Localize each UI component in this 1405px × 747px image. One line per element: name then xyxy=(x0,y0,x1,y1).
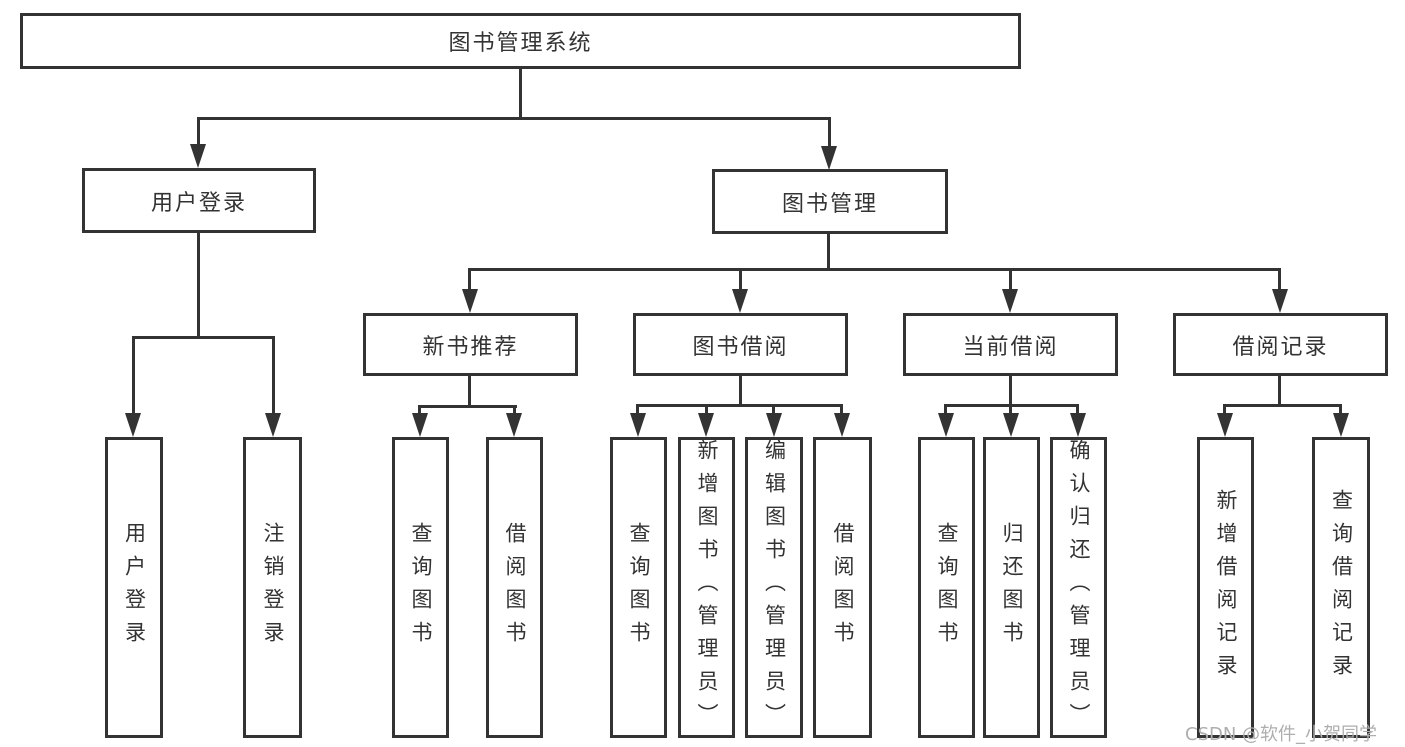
csdn-watermark: CSDN @软件_小贺同学 xyxy=(1185,724,1378,745)
connector-line xyxy=(705,404,708,417)
arrowhead-icon xyxy=(412,413,428,437)
node-user-login: 用户登录 xyxy=(82,168,316,233)
arrowhead-icon xyxy=(834,413,850,437)
connector-line xyxy=(772,404,775,417)
arrowhead-icon xyxy=(821,146,837,170)
connector-line xyxy=(1009,375,1012,407)
arrowhead-icon xyxy=(125,413,141,437)
node-label: 新书推荐 xyxy=(422,334,519,360)
leaf-label: 归还图书 xyxy=(1000,521,1024,654)
connector-line xyxy=(513,405,516,417)
connector-line xyxy=(468,375,471,408)
connector-line xyxy=(132,336,275,339)
connector-line xyxy=(636,404,843,407)
leaf-label: 查询图书 xyxy=(935,521,959,654)
leaf-label: 借阅图书 xyxy=(831,521,855,654)
leaf-label: 注销登录 xyxy=(261,521,285,654)
arrowhead-icon xyxy=(1003,413,1019,437)
arrowhead-icon xyxy=(1002,289,1018,313)
connector-line xyxy=(739,268,742,292)
node-new-book-recommend: 新书推荐 xyxy=(363,313,578,376)
connector-line xyxy=(468,268,1281,271)
connector-line xyxy=(1009,404,1012,417)
connector-line xyxy=(132,336,135,415)
connector-line xyxy=(1339,404,1342,417)
leaf-query-book-recommend: 查询图书 xyxy=(392,437,449,738)
leaf-edit-book-admin: 编辑图书（管理员） xyxy=(745,437,803,738)
connector-line xyxy=(1076,404,1079,417)
arrowhead-icon xyxy=(265,413,281,437)
leaf-query-book-current: 查询图书 xyxy=(918,437,975,738)
connector-line xyxy=(197,117,200,147)
connector-line xyxy=(1009,268,1012,292)
leaf-logout: 注销登录 xyxy=(243,437,302,738)
connector-line xyxy=(197,117,831,120)
arrowhead-icon xyxy=(732,289,748,313)
leaf-confirm-return-admin: 确认归还（管理员） xyxy=(1050,437,1107,738)
node-current-borrow: 当前借阅 xyxy=(903,313,1118,376)
connector-line xyxy=(1223,404,1342,407)
leaf-label: 编辑图书（管理员） xyxy=(762,439,787,736)
connector-line xyxy=(1223,404,1226,417)
node-label: 图书管理系统 xyxy=(448,31,593,56)
leaf-label: 确认归还（管理员） xyxy=(1067,439,1091,736)
connector-line xyxy=(636,404,639,417)
arrowhead-icon xyxy=(1333,413,1349,437)
arrowhead-icon xyxy=(630,413,646,437)
arrowhead-icon xyxy=(462,289,478,313)
node-book-management: 图书管理 xyxy=(712,169,948,234)
arrowhead-icon xyxy=(506,413,522,437)
connector-line xyxy=(418,405,421,417)
arrowhead-icon xyxy=(938,413,954,437)
connector-line xyxy=(944,404,947,417)
connector-line xyxy=(468,268,471,292)
leaf-add-book-admin: 新增图书（管理员） xyxy=(678,437,735,738)
leaf-return-book: 归还图书 xyxy=(983,437,1040,738)
connector-line xyxy=(197,232,200,338)
connector-line xyxy=(418,405,517,408)
leaf-label: 借阅图书 xyxy=(503,521,527,654)
node-label: 借阅记录 xyxy=(1232,334,1329,360)
node-label: 用户登录 xyxy=(150,190,247,216)
leaf-borrow-book: 借阅图书 xyxy=(813,437,872,738)
arrowhead-icon xyxy=(766,413,782,437)
leaf-label: 新增借阅记录 xyxy=(1214,488,1238,687)
node-borrow-record: 借阅记录 xyxy=(1173,313,1388,376)
connector-line xyxy=(272,336,275,415)
arrowhead-icon xyxy=(1070,413,1086,437)
connector-line xyxy=(739,375,742,407)
leaf-label: 查询借阅记录 xyxy=(1329,488,1354,687)
connector-line xyxy=(519,67,522,119)
arrowhead-icon xyxy=(698,413,714,437)
leaf-label: 新增图书（管理员） xyxy=(695,439,719,736)
leaf-query-borrow-record: 查询借阅记录 xyxy=(1312,437,1370,738)
leaf-user-login: 用户登录 xyxy=(105,437,163,738)
connector-line xyxy=(827,233,830,271)
leaf-label: 用户登录 xyxy=(122,521,147,654)
leaf-label: 查询图书 xyxy=(409,521,433,654)
arrowhead-icon xyxy=(1217,413,1233,437)
connector-line xyxy=(840,404,843,417)
arrowhead-icon xyxy=(190,144,206,168)
arrowhead-icon xyxy=(1272,289,1288,313)
node-label: 图书管理 xyxy=(781,191,878,217)
node-book-borrow: 图书借阅 xyxy=(633,313,848,376)
connector-line xyxy=(1278,375,1281,407)
connector-line xyxy=(828,117,831,147)
leaf-label: 查询图书 xyxy=(627,521,651,654)
connector-line xyxy=(1278,268,1281,292)
leaf-query-book-borrow: 查询图书 xyxy=(610,437,667,738)
node-label: 当前借阅 xyxy=(962,334,1059,360)
node-label: 图书借阅 xyxy=(692,334,789,360)
leaf-add-borrow-record: 新增借阅记录 xyxy=(1197,437,1254,738)
leaf-borrow-book-recommend: 借阅图书 xyxy=(486,437,543,738)
node-root: 图书管理系统 xyxy=(20,13,1021,69)
